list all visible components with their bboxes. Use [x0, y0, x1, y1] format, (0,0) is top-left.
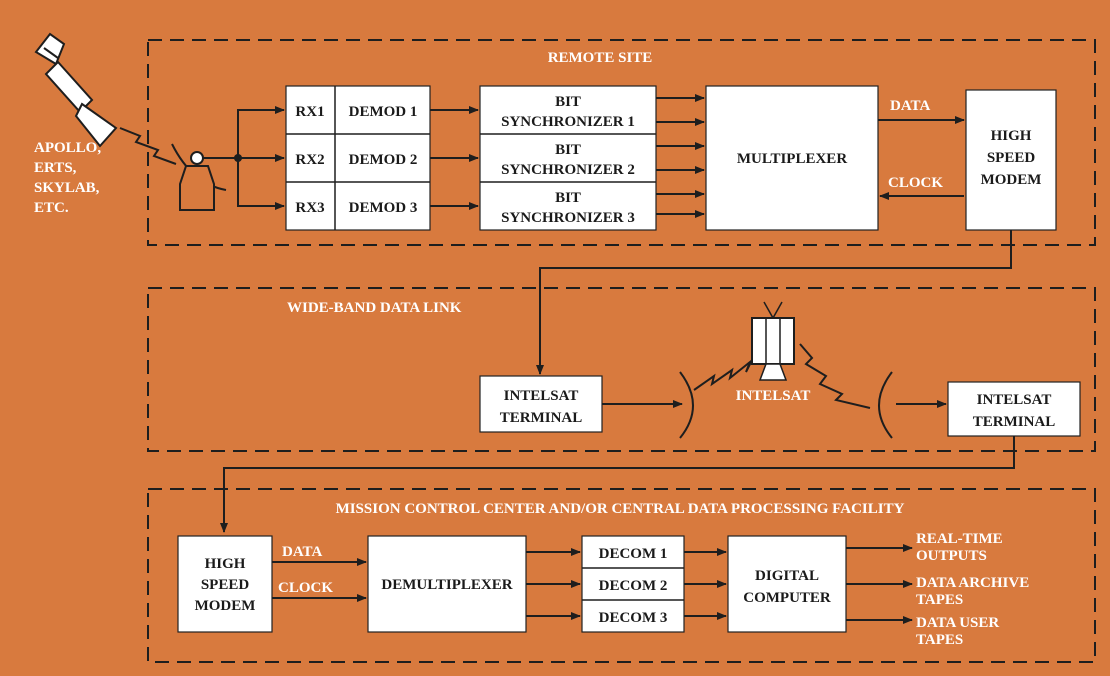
remote-site-title: REMOTE SITE [548, 50, 653, 66]
spacecraft-label: APOLLO, [34, 140, 101, 156]
decom1-label: DECOM 1 [599, 546, 668, 562]
output-archive-line1: DATA ARCHIVE [916, 575, 1029, 591]
rx2-label: RX2 [295, 152, 324, 168]
bitsync1-line2: SYNCHRONIZER 1 [501, 114, 635, 130]
spacecraft-icon [36, 34, 116, 146]
terminal-right-line: INTELSAT [977, 392, 1052, 408]
multiplexer-label: MULTIPLEXER [737, 151, 847, 167]
modem-mcc-line: SPEED [201, 577, 250, 593]
spacecraft-label: ETC. [34, 200, 69, 216]
modem-remote-line: MODEM [981, 172, 1042, 188]
terminal-left-line: TERMINAL [500, 410, 583, 426]
demultiplexer-label: DEMULTIPLEXER [381, 577, 512, 593]
modem-remote-line: HIGH [991, 128, 1032, 144]
rx3-label: RX3 [295, 200, 324, 216]
bitsync1-line1: BIT [555, 94, 581, 110]
digital-computer-block [728, 536, 846, 632]
intelsat-satellite-icon [752, 302, 794, 380]
clock-label-mcc: CLOCK [278, 580, 333, 596]
wideband-title: WIDE-BAND DATA LINK [287, 300, 462, 316]
modem-remote-line: SPEED [987, 150, 1036, 166]
computer-line: COMPUTER [743, 590, 831, 606]
bitsync2-line2: SYNCHRONIZER 2 [501, 162, 635, 178]
modem-mcc-line: MODEM [195, 598, 256, 614]
clock-label-remote: CLOCK [888, 175, 943, 191]
output-realtime-line1: REAL-TIME [916, 531, 1003, 547]
output-user-line1: DATA USER [916, 615, 999, 631]
downlink-right-signal-icon [800, 344, 870, 408]
output-archive-line2: TAPES [916, 592, 963, 608]
terminal-left-line: INTELSAT [504, 388, 579, 404]
modem-mcc-line: HIGH [205, 556, 246, 572]
bitsync2-line1: BIT [555, 142, 581, 158]
output-user-line2: TAPES [916, 632, 963, 648]
decom2-label: DECOM 2 [599, 578, 668, 594]
data-label-remote: DATA [890, 98, 930, 114]
terminal-right-line: TERMINAL [973, 414, 1056, 430]
demod3-label: DEMOD 3 [349, 200, 418, 216]
bitsync3-line2: SYNCHRONIZER 3 [501, 210, 635, 226]
uplink-signal-icon [694, 344, 760, 390]
bitsync3-line1: BIT [555, 190, 581, 206]
ground-dish-right-icon [879, 372, 892, 438]
spacecraft-labels: APOLLO, ERTS, SKYLAB, ETC. [34, 140, 101, 216]
decom3-label: DECOM 3 [599, 610, 668, 626]
intelsat-label: INTELSAT [736, 388, 811, 404]
mission-control-title: MISSION CONTROL CENTER AND/OR CENTRAL DA… [336, 501, 905, 517]
ground-antenna-icon [172, 144, 226, 210]
output-realtime-line2: OUTPUTS [916, 548, 987, 564]
spacecraft-label: SKYLAB, [34, 180, 100, 196]
spacecraft-label: ERTS, [34, 160, 77, 176]
demod2-label: DEMOD 2 [349, 152, 418, 168]
rx1-label: RX1 [295, 104, 324, 120]
data-label-mcc: DATA [282, 544, 322, 560]
demod1-label: DEMOD 1 [349, 104, 418, 120]
computer-line: DIGITAL [755, 568, 819, 584]
